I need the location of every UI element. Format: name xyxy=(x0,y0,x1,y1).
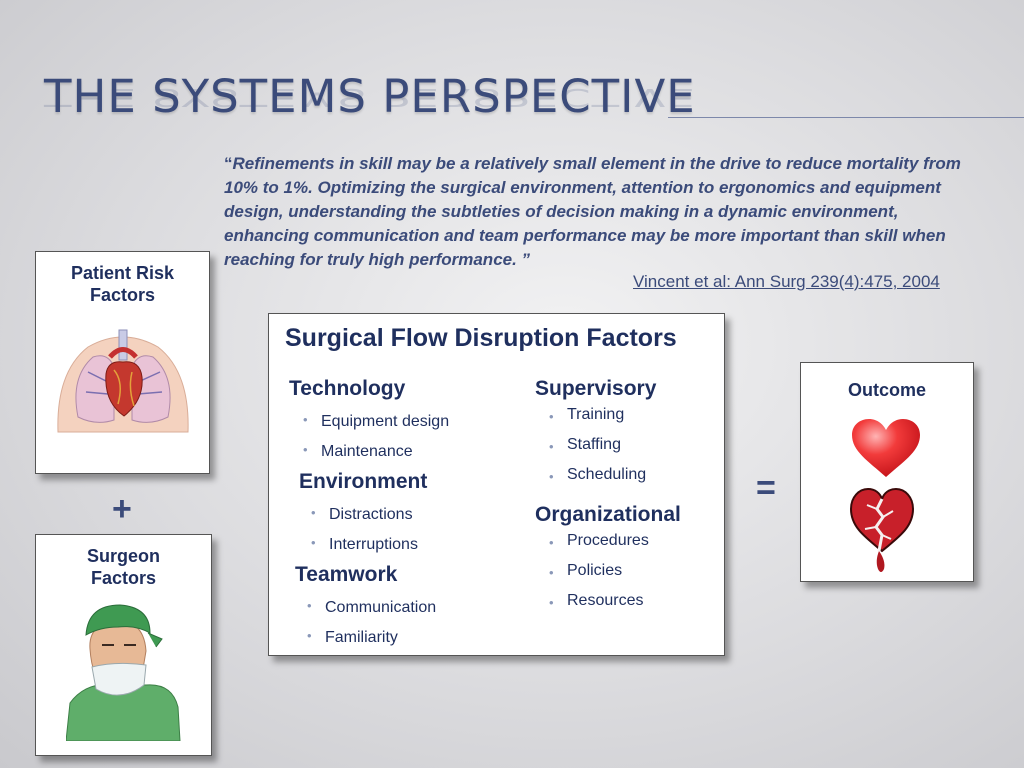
category-environment: Environment xyxy=(299,470,428,493)
citation-link[interactable]: Vincent et al: Ann Surg 239(4):475, 2004 xyxy=(633,272,940,291)
surgeon-illustration xyxy=(66,604,181,741)
list-item: Interruptions xyxy=(311,528,418,560)
surgeon-label-line1: Surgeon xyxy=(86,546,160,566)
plus-sign: + xyxy=(112,490,132,528)
slide-title-reflection: THE SYSTEMS PERSPECTIVE xyxy=(44,82,696,112)
slide-title: THE SYSTEMS PERSPECTIVE xyxy=(44,70,696,123)
outcome-card: Outcome xyxy=(800,362,974,582)
surgeon-label-line2: Factors xyxy=(90,568,157,588)
patient-risk-card: Patient Risk Factors xyxy=(35,251,210,474)
supervisory-list: Training Staffing Scheduling xyxy=(549,402,646,494)
category-supervisory: Supervisory xyxy=(535,377,657,400)
patient-risk-label-line2: Factors xyxy=(89,285,156,305)
category-teamwork: Teamwork xyxy=(295,563,398,586)
patient-risk-label-line1: Patient Risk xyxy=(70,263,175,283)
equals-sign: = xyxy=(756,469,776,507)
list-item: Procedures xyxy=(549,528,649,560)
list-item: Resources xyxy=(549,588,649,620)
list-item: Policies xyxy=(549,558,649,590)
list-item: Familiarity xyxy=(307,621,436,653)
list-item: Communication xyxy=(307,591,436,623)
healthy-heart-icon xyxy=(852,419,920,477)
organizational-list: Procedures Policies Resources xyxy=(549,528,649,620)
title-rule xyxy=(668,117,1024,118)
environment-list: Distractions Interruptions xyxy=(311,498,418,560)
list-item: Scheduling xyxy=(549,462,646,494)
patient-risk-label: Patient Risk Factors xyxy=(36,262,209,306)
list-item: Training xyxy=(549,402,646,434)
teamwork-list: Communication Familiarity xyxy=(307,591,436,653)
list-item: Equipment design xyxy=(303,405,449,437)
technology-list: Equipment design Maintenance xyxy=(303,405,449,467)
category-organizational: Organizational xyxy=(535,503,681,526)
surgeon-label: Surgeon Factors xyxy=(36,545,211,589)
flow-disruption-panel: Surgical Flow Disruption Factors Technol… xyxy=(268,313,725,656)
list-item: Staffing xyxy=(549,432,646,464)
broken-heart-icon xyxy=(849,487,915,572)
quote-open-mark: “ xyxy=(224,154,233,173)
quote-body: Refinements in skill may be a relatively… xyxy=(224,154,961,269)
list-item: Maintenance xyxy=(303,435,449,467)
outcome-label: Outcome xyxy=(847,380,926,400)
quote-text: “Refinements in skill may be a relativel… xyxy=(224,152,964,272)
list-item: Distractions xyxy=(311,498,418,530)
flow-panel-title: Surgical Flow Disruption Factors xyxy=(285,324,677,352)
category-technology: Technology xyxy=(289,377,406,400)
surgeon-card: Surgeon Factors xyxy=(35,534,212,756)
chest-heart-lungs-illustration xyxy=(57,329,189,433)
